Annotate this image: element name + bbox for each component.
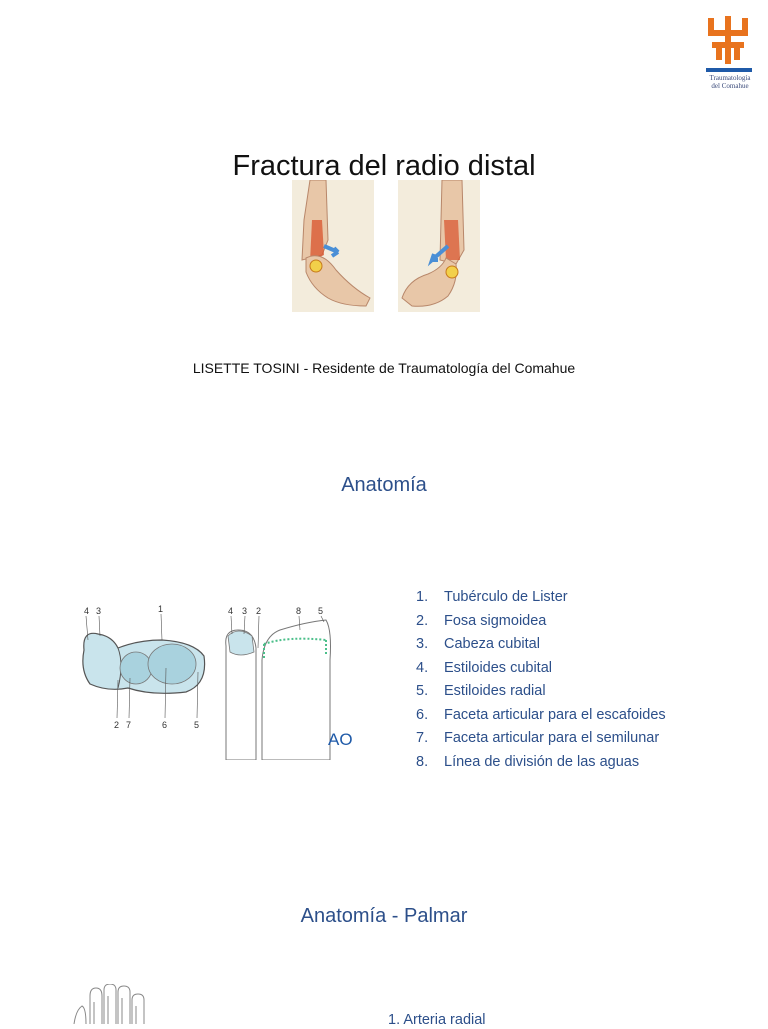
- fig-label: 2: [114, 720, 119, 730]
- list-item-partial: 1. Arteria radial: [388, 1012, 486, 1028]
- distal-radius-anatomy-figure: 4 3 1 2 7 6 5 4 3 2 8 5: [78, 600, 368, 761]
- list-item: 1.Tubérculo de Lister: [416, 589, 568, 605]
- author-line: LISETTE TOSINI - Residente de Traumatolo…: [192, 360, 576, 376]
- fig-label: 5: [318, 606, 323, 616]
- wrist-illustration-palmar: [398, 179, 480, 312]
- wrist-illustration-dorsal: [292, 179, 374, 312]
- fig-label: 4: [228, 606, 233, 616]
- fig-label: 4: [84, 606, 89, 616]
- fig-label: 3: [96, 606, 101, 616]
- logo-text-line2: del Comahue: [711, 82, 749, 90]
- list-item: 5.Estiloides radial: [416, 683, 546, 699]
- ao-logo-mark: AO: [328, 730, 353, 749]
- fig-label: 3: [242, 606, 247, 616]
- list-item: 8.Línea de división de las aguas: [416, 753, 640, 770]
- fig-label: 8: [296, 606, 301, 616]
- list-item: 7.Faceta articular para el semilunar: [416, 730, 660, 746]
- list-item: 2.Fosa sigmoidea: [416, 612, 547, 629]
- fig-label: 1: [158, 604, 163, 614]
- fig-label: 6: [162, 720, 167, 730]
- list-item: 3.Cabeza cubital: [416, 636, 540, 652]
- hand-outline-illustration: [72, 983, 162, 1025]
- list-item: 6.Faceta articular para el escafoides: [416, 706, 666, 723]
- section-heading-anatomia: Anatomía: [341, 474, 427, 496]
- logo-emblem-icon: [708, 16, 748, 64]
- logo-text-line1: Traumatología: [709, 74, 751, 82]
- section-heading-anatomia-palmar: Anatomía - Palmar: [300, 905, 468, 927]
- traumatologia-logo: Traumatología del Comahue: [700, 14, 756, 94]
- fig-label: 7: [126, 720, 131, 730]
- page-title: Fractura del radio distal: [232, 150, 536, 182]
- fig-label: 2: [256, 606, 261, 616]
- list-item: 4.Estiloides cubital: [416, 659, 552, 676]
- anatomy-legend-list: 1.Tubérculo de Lister 2.Fosa sigmoidea 3…: [416, 586, 666, 774]
- logo-bar: [706, 68, 752, 72]
- fig-label: 5: [194, 720, 199, 730]
